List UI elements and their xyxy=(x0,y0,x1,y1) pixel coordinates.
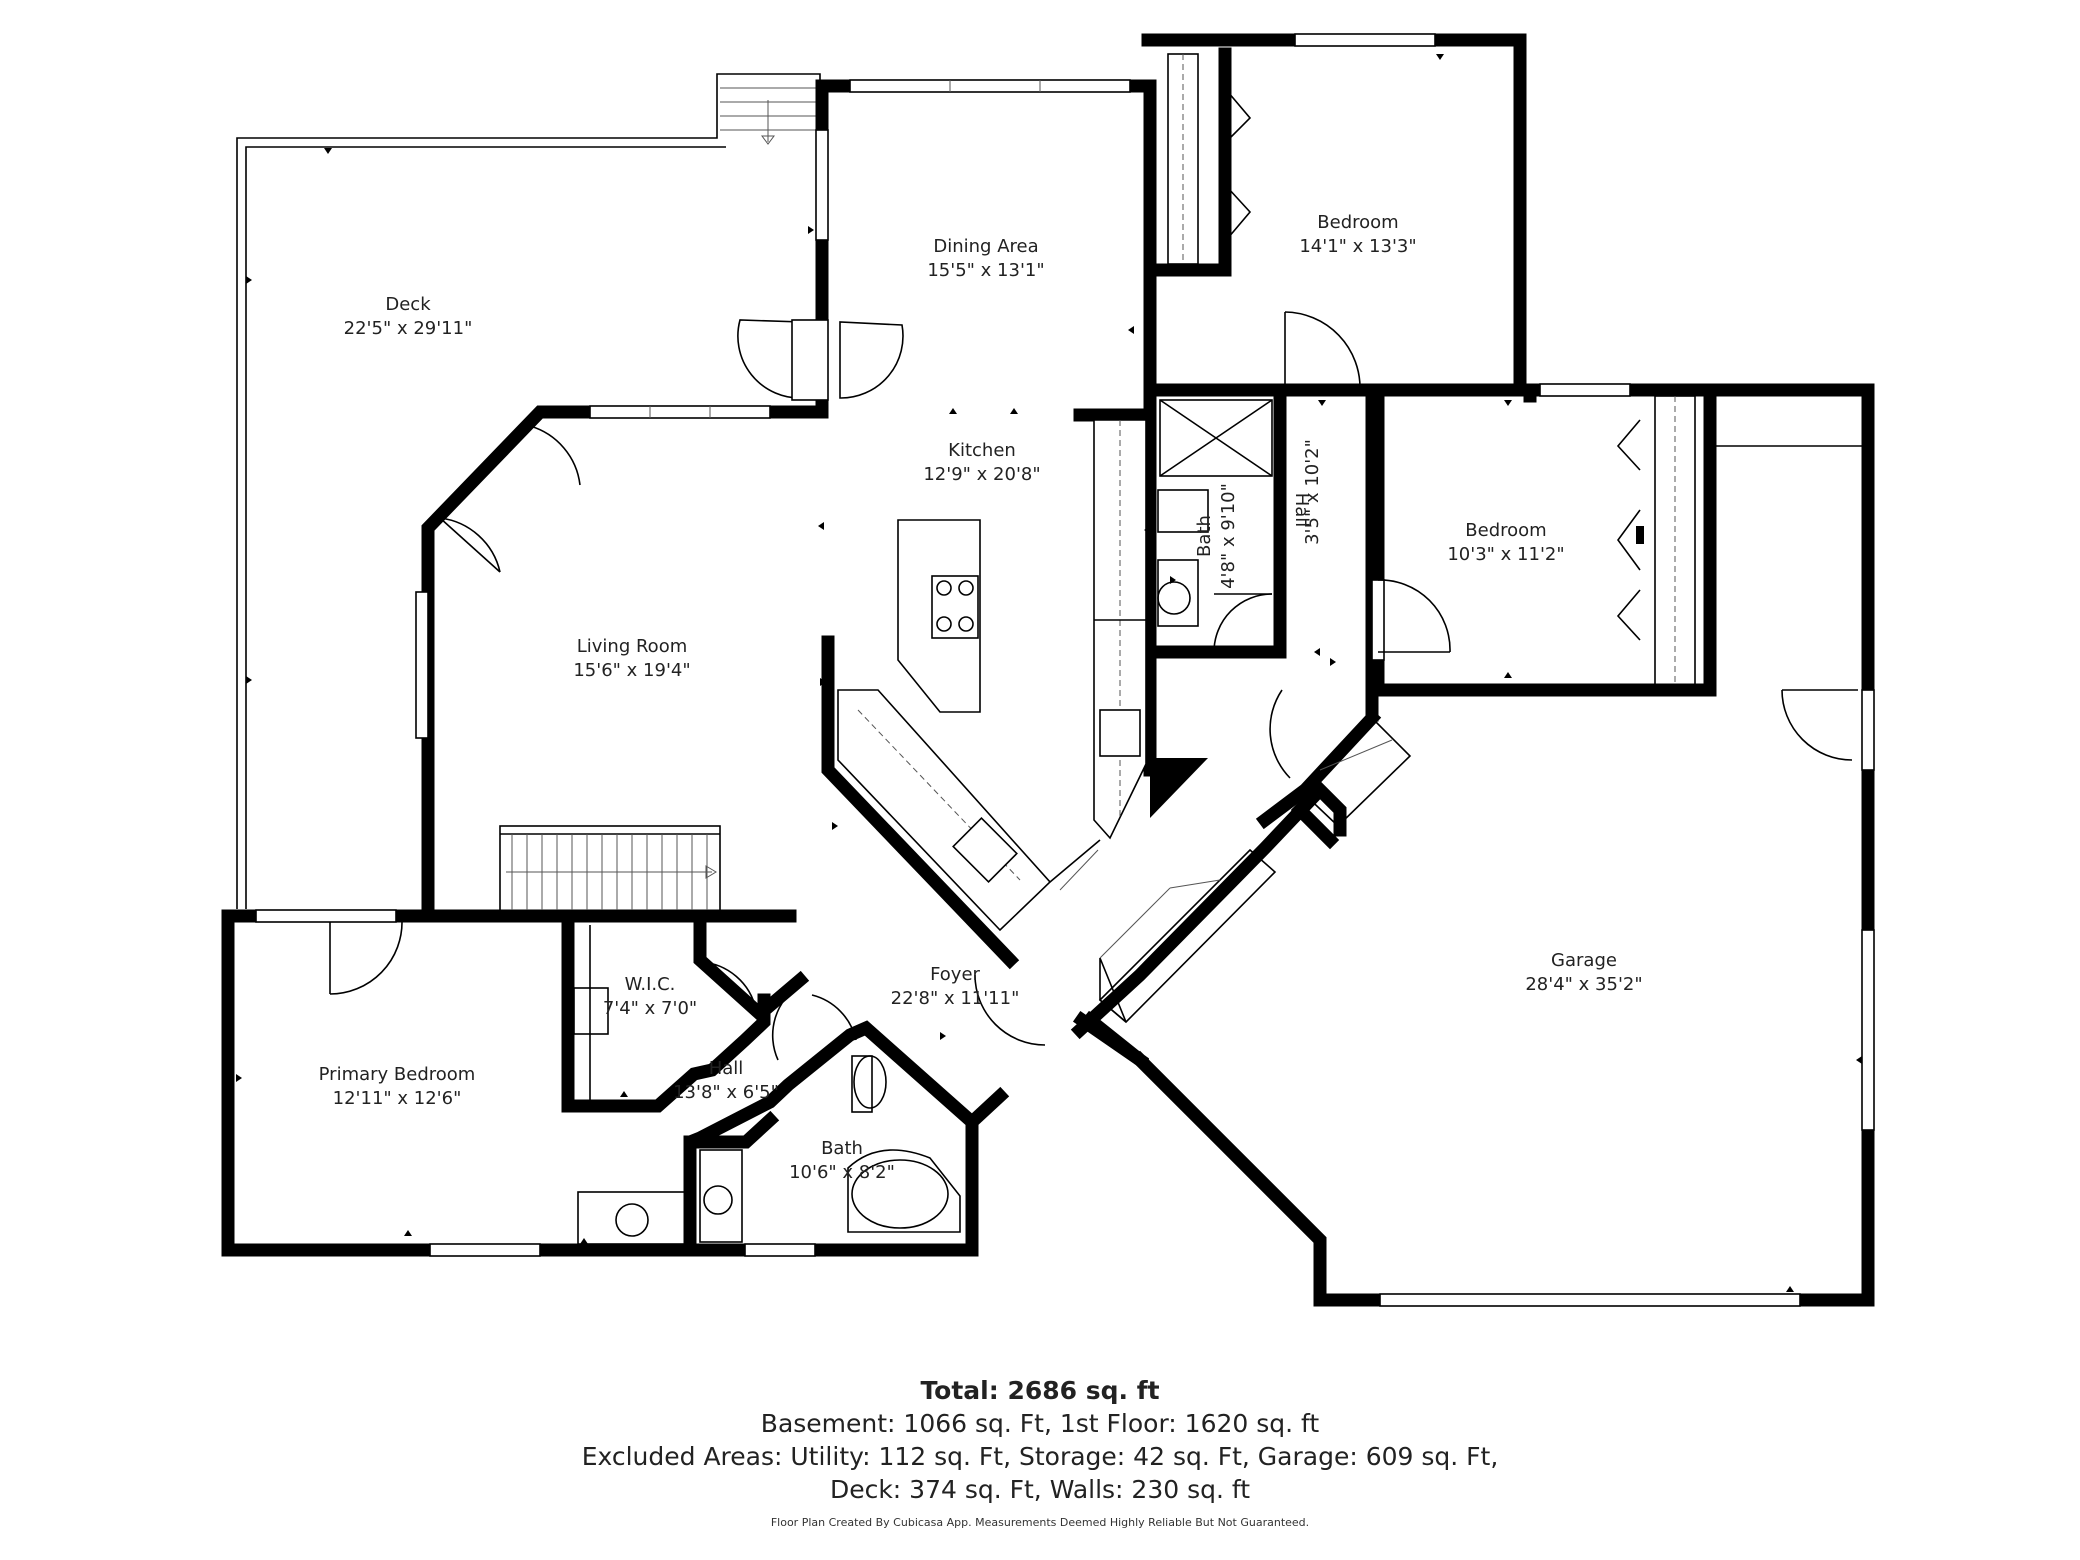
dimension-tick xyxy=(1318,400,1326,406)
area-line-1: Basement: 1066 sq. Ft, 1st Floor: 1620 s… xyxy=(760,1409,1320,1438)
dimension-tick xyxy=(1128,326,1134,334)
interior-stairs xyxy=(499,825,721,915)
room-hall-vertical-dims: 3'5" x 10'2" xyxy=(1302,439,1323,545)
dimension-tick xyxy=(1144,526,1150,534)
area-summary: Total: 2686 sq. ft Basement: 1066 sq. Ft… xyxy=(0,1374,2080,1506)
doors xyxy=(329,91,1858,1061)
room-bedroom2-name: Bedroom xyxy=(1465,520,1546,541)
room-foyer-name: Foyer xyxy=(930,964,980,985)
dimension-tick xyxy=(1856,1056,1862,1064)
dimension-tick xyxy=(236,1074,242,1082)
kitchen-island xyxy=(897,519,981,713)
total-area: Total: 2686 sq. ft xyxy=(920,1376,1160,1405)
dimension-markers xyxy=(236,54,1862,1292)
kitchen-counters xyxy=(837,419,1208,932)
closets xyxy=(573,53,1862,1100)
room-garage-dims: 28'4" x 35'2" xyxy=(1525,974,1642,995)
area-line-2: Excluded Areas: Utility: 112 sq. Ft, Sto… xyxy=(581,1442,1499,1471)
dimension-tick xyxy=(1504,400,1512,406)
room-dining-dims: 15'5" x 13'1" xyxy=(927,260,1044,281)
room-kitchen-name: Kitchen xyxy=(948,440,1016,461)
room-primary-dims: 12'11" x 12'6" xyxy=(333,1088,462,1109)
dimension-tick xyxy=(808,226,814,234)
small-bath-fixtures xyxy=(1157,399,1273,627)
room-bedroom2-dims: 10'3" x 11'2" xyxy=(1447,544,1564,565)
primary-bath-fixtures xyxy=(577,1055,961,1245)
dimension-tick xyxy=(832,822,838,830)
dimension-tick xyxy=(246,676,252,684)
dimension-tick xyxy=(620,1091,628,1097)
room-hall2-dims: 13'8" x 6'5" xyxy=(673,1082,779,1103)
room-garage-name: Garage xyxy=(1551,950,1617,971)
room-deck-dims: 22'5" x 29'11" xyxy=(344,318,473,339)
room-bath-primary-dims: 10'6" x 8'2" xyxy=(789,1162,895,1183)
dimension-tick xyxy=(949,408,957,414)
dimension-tick xyxy=(1330,658,1336,666)
dimension-tick xyxy=(1436,54,1444,60)
dimension-tick xyxy=(428,676,434,684)
room-living-dims: 15'6" x 19'4" xyxy=(573,660,690,681)
dimension-tick xyxy=(1010,408,1018,414)
dimension-tick xyxy=(818,522,824,530)
dimension-tick xyxy=(1314,648,1320,656)
dimension-tick xyxy=(1514,324,1520,332)
room-primary-name: Primary Bedroom xyxy=(319,1064,476,1085)
room-foyer-dims: 22'8" x 11'11" xyxy=(891,988,1020,1009)
room-bath-primary-name: Bath xyxy=(821,1138,863,1159)
room-hall2-name: Hall xyxy=(709,1058,744,1079)
area-line-3: Deck: 374 sq. Ft, Walls: 230 sq. ft xyxy=(829,1475,1251,1504)
room-bath-small-name: Bath xyxy=(1194,515,1215,557)
dimension-tick xyxy=(1786,1286,1794,1292)
disclaimer-text: Floor Plan Created By Cubicasa App. Meas… xyxy=(770,1516,1310,1529)
room-bedroom1-dims: 14'1" x 13'3" xyxy=(1299,236,1416,257)
room-deck-name: Deck xyxy=(385,294,431,315)
dimension-tick xyxy=(940,1032,946,1040)
dimension-tick xyxy=(580,1238,588,1244)
room-hall-vertical-name: Hall xyxy=(1291,493,1312,528)
dimension-tick xyxy=(1170,576,1176,584)
walls xyxy=(221,33,1875,1307)
dimension-tick xyxy=(1372,526,1378,534)
room-bath-small-dims: 4'8" x 9'10" xyxy=(1218,483,1239,589)
dimension-tick xyxy=(1504,672,1512,678)
room-kitchen-dims: 12'9" x 20'8" xyxy=(923,464,1040,485)
room-dining-name: Dining Area xyxy=(933,236,1038,257)
windows xyxy=(255,33,1875,1307)
room-bedroom1-name: Bedroom xyxy=(1317,212,1398,233)
room-living-name: Living Room xyxy=(577,636,688,657)
room-wic-dims: 7'4" x 7'0" xyxy=(603,998,697,1019)
dimension-tick xyxy=(246,276,252,284)
room-labels: Deck 22'5" x 29'11" Dining Area 15'5" x … xyxy=(319,212,1643,1183)
deck-outline xyxy=(236,73,821,909)
dimension-tick xyxy=(820,678,826,686)
dimension-tick xyxy=(324,148,332,154)
dimension-tick xyxy=(404,1230,412,1236)
room-wic-name: W.I.C. xyxy=(625,974,676,995)
garage-steps xyxy=(1098,716,1412,1024)
